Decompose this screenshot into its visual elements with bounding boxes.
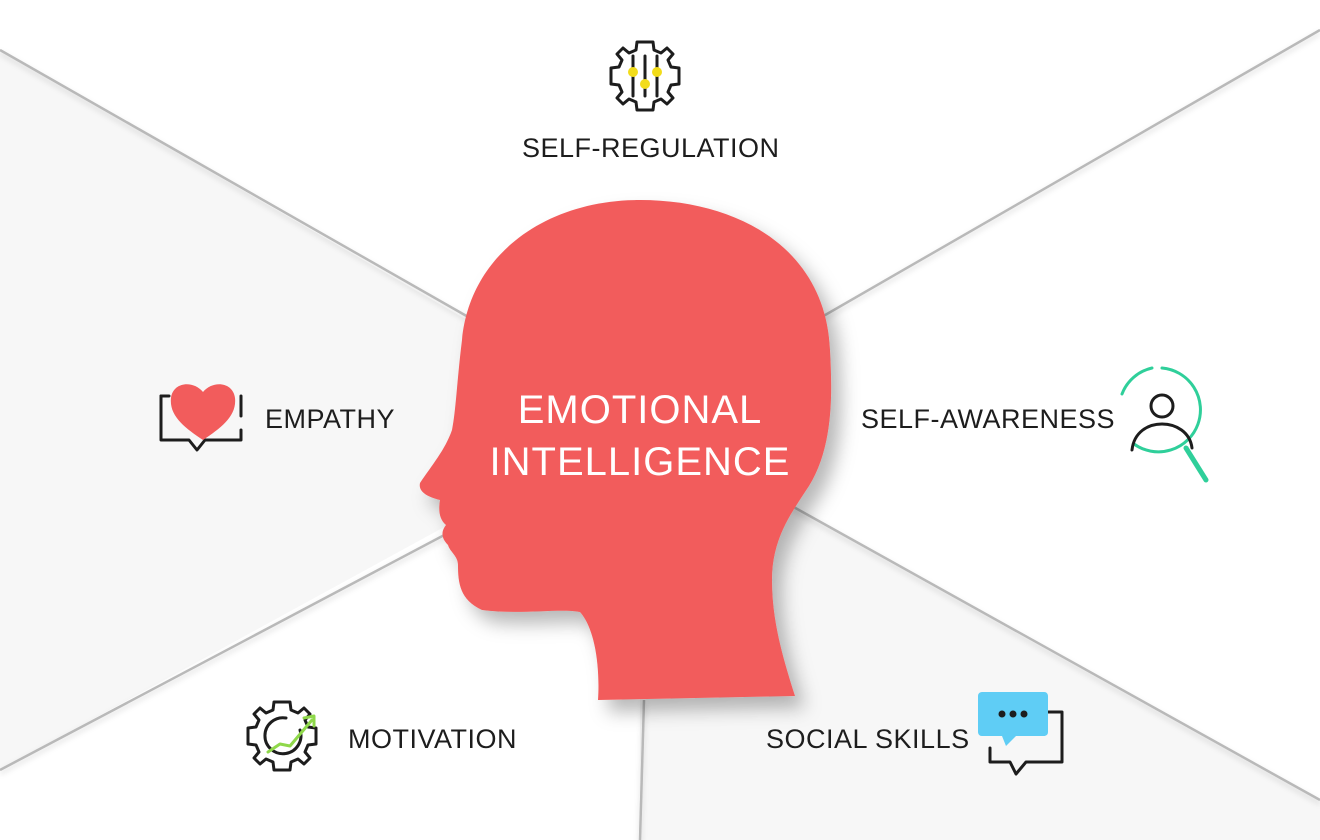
segment-left-empathy: [0, 50, 640, 770]
segment-bottom-right-social-skills: [640, 420, 1320, 840]
label-self-regulation: SELF-REGULATION: [522, 133, 780, 163]
chat-bubbles-icon: [978, 692, 1064, 776]
divider-lines: [0, 28, 1320, 840]
divider-bottom-right: [789, 503, 1320, 802]
divider-top-right: [819, 28, 1320, 320]
label-self-awareness: SELF-AWARENESS: [861, 404, 1116, 434]
heart-speech-icon: [159, 384, 243, 452]
center-title: EMOTIONAL INTELLIGENCE: [440, 384, 840, 488]
divider-bottom: [638, 699, 646, 840]
divider-top-left: [0, 48, 471, 320]
divider-bottom-left: [0, 530, 451, 772]
label-social-skills: SOCIAL SKILLS: [766, 724, 970, 754]
gear-growth-icon: [246, 700, 318, 772]
gear-sliders-icon: [609, 40, 681, 112]
person-magnifier-icon: [1120, 366, 1209, 483]
center-title-line1: EMOTIONAL: [517, 388, 763, 432]
head-silhouette: [419, 200, 832, 700]
segment-right-self-awareness: [640, 30, 1320, 800]
label-empathy: EMPATHY: [265, 404, 396, 434]
center-title-line2: INTELLIGENCE: [489, 440, 791, 484]
label-motivation: MOTIVATION: [348, 724, 517, 754]
